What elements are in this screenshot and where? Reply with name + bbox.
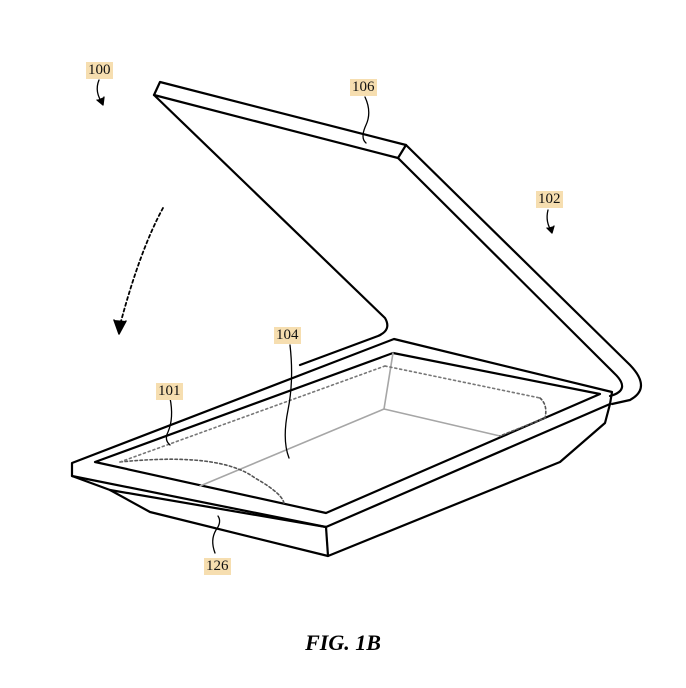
label-106: 106 xyxy=(350,79,377,96)
label-100: 100 xyxy=(86,62,113,79)
arrow-100 xyxy=(96,79,105,106)
inner-well xyxy=(119,352,547,506)
arrow-102 xyxy=(546,209,555,234)
label-126: 126 xyxy=(204,558,231,575)
base-tray xyxy=(70,337,614,558)
rotation-arrow xyxy=(113,207,164,335)
figure-caption: FIG. 1B xyxy=(305,630,381,655)
label-101: 101 xyxy=(156,383,183,400)
label-102: 102 xyxy=(536,191,563,208)
label-104: 104 xyxy=(274,327,301,344)
leader-lines xyxy=(165,96,370,554)
lid-panel xyxy=(152,80,643,406)
